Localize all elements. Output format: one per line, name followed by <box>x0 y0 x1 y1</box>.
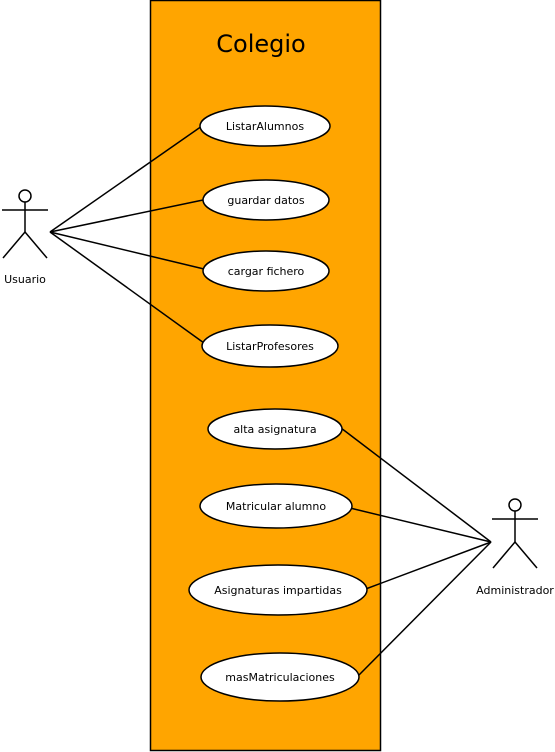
system-title: Colegio <box>216 30 305 58</box>
actor-leg <box>2 231 26 259</box>
association-line <box>49 199 204 233</box>
use-case-label: guardar datos <box>227 194 305 207</box>
use-case-ellipse <box>200 652 360 702</box>
actor-head <box>18 189 32 203</box>
actor-head <box>508 498 522 512</box>
use-case-label: ListarProfesores <box>226 340 314 353</box>
use-case-label: ListarAlumnos <box>226 120 304 133</box>
use-case-ellipse <box>207 408 343 450</box>
use-case-ellipse <box>201 324 339 368</box>
use-case-mas-matriculaciones[interactable]: masMatriculaciones <box>200 652 360 702</box>
association-line <box>49 231 205 270</box>
use-case-ellipse <box>202 179 330 221</box>
actor-leg <box>514 541 538 569</box>
association-line <box>340 427 492 543</box>
use-case-asignaturas-impartidas[interactable]: Asignaturas impartidas <box>188 564 368 616</box>
use-case-matricular-alumno[interactable]: Matricular alumno <box>199 483 353 529</box>
use-case-label: masMatriculaciones <box>225 671 335 684</box>
association-line <box>349 507 492 543</box>
actor-administrador[interactable] <box>492 498 538 569</box>
association-line <box>362 541 492 591</box>
association-line <box>356 541 492 678</box>
associations <box>49 125 492 678</box>
actor-leg <box>492 541 516 569</box>
use-case-label: cargar fichero <box>228 265 305 278</box>
use-case-guardar-datos[interactable]: guardar datos <box>202 179 330 221</box>
actor-usuario[interactable] <box>2 189 48 259</box>
use-case-ellipse <box>188 564 368 616</box>
use-case-label: Matricular alumno <box>226 500 326 513</box>
actor-leg <box>24 231 48 259</box>
actor-usuario-label: Usuario <box>4 273 46 286</box>
use-case-alta-asignatura[interactable]: alta asignatura <box>207 408 343 450</box>
use-case-ellipse <box>199 105 331 147</box>
use-case-label: alta asignatura <box>233 423 316 436</box>
use-case-ellipse <box>199 483 353 529</box>
association-line <box>49 125 203 233</box>
use-case-label: Asignaturas impartidas <box>214 584 342 597</box>
use-case-ellipse <box>202 250 330 292</box>
use-case-listar-alumnos[interactable]: ListarAlumnos <box>199 105 331 147</box>
use-case-listar-profesores[interactable]: ListarProfesores <box>201 324 339 368</box>
actor-administrador-label: Administrador <box>476 584 554 597</box>
use-case-cargar-fichero[interactable]: cargar fichero <box>202 250 330 292</box>
association-line <box>49 231 205 344</box>
